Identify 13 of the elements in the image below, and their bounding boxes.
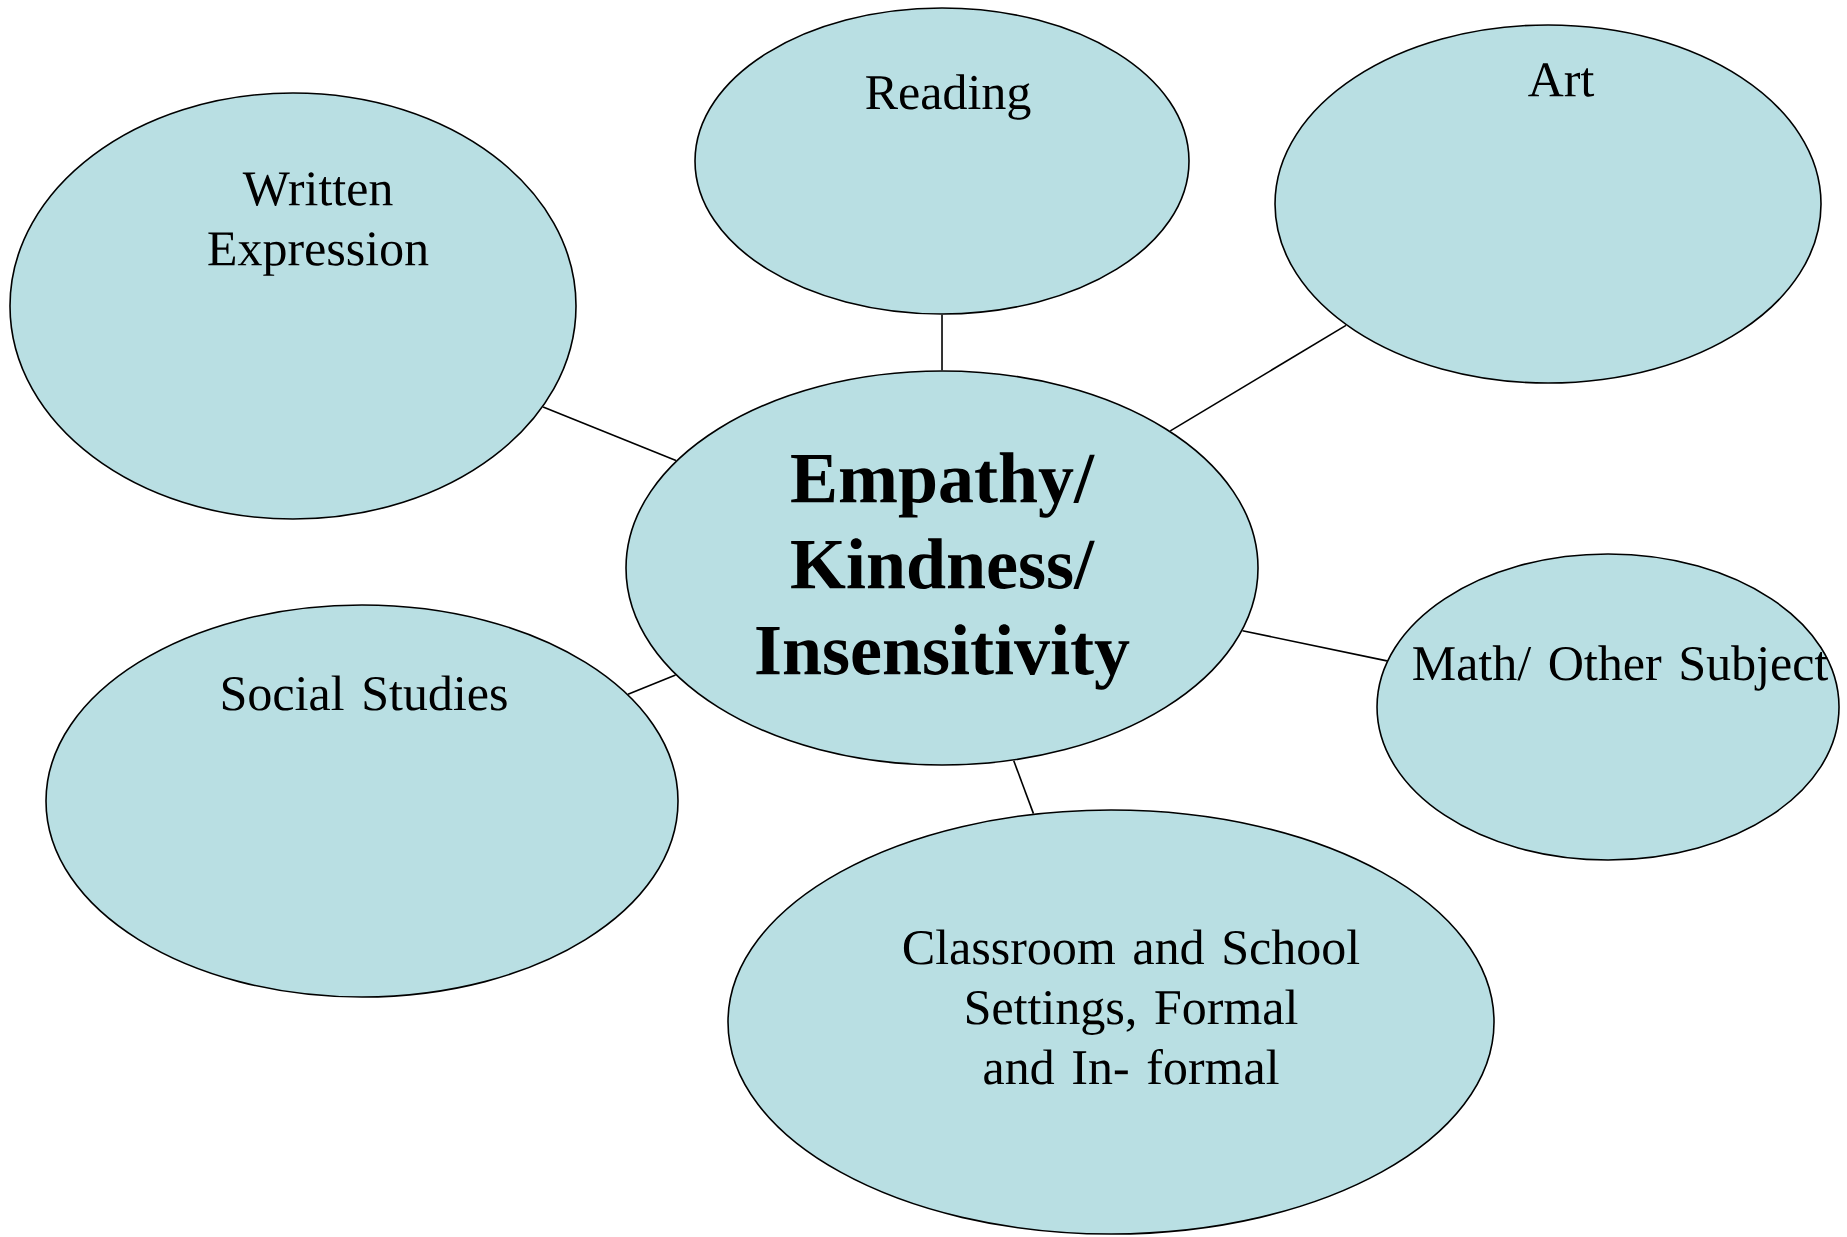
topic-bubble: Written Expression [9, 92, 577, 520]
central-bubble: Empathy/ Kindness/ Insensitivity [625, 370, 1259, 766]
connector-line [542, 406, 677, 462]
connector-line [1012, 759, 1035, 815]
topic-bubble: Reading [694, 7, 1190, 315]
connector-line [1169, 324, 1347, 432]
connector-line [941, 314, 943, 371]
topic-bubble: Math/ Other Subject [1376, 553, 1840, 861]
topic-bubble: Classroom and School Settings, Formal and In- formal [727, 809, 1495, 1235]
connector-line [627, 674, 677, 695]
topic-bubble: Social Studies [45, 604, 679, 998]
connector-line [1241, 629, 1388, 662]
topic-bubble: Art [1274, 24, 1822, 384]
